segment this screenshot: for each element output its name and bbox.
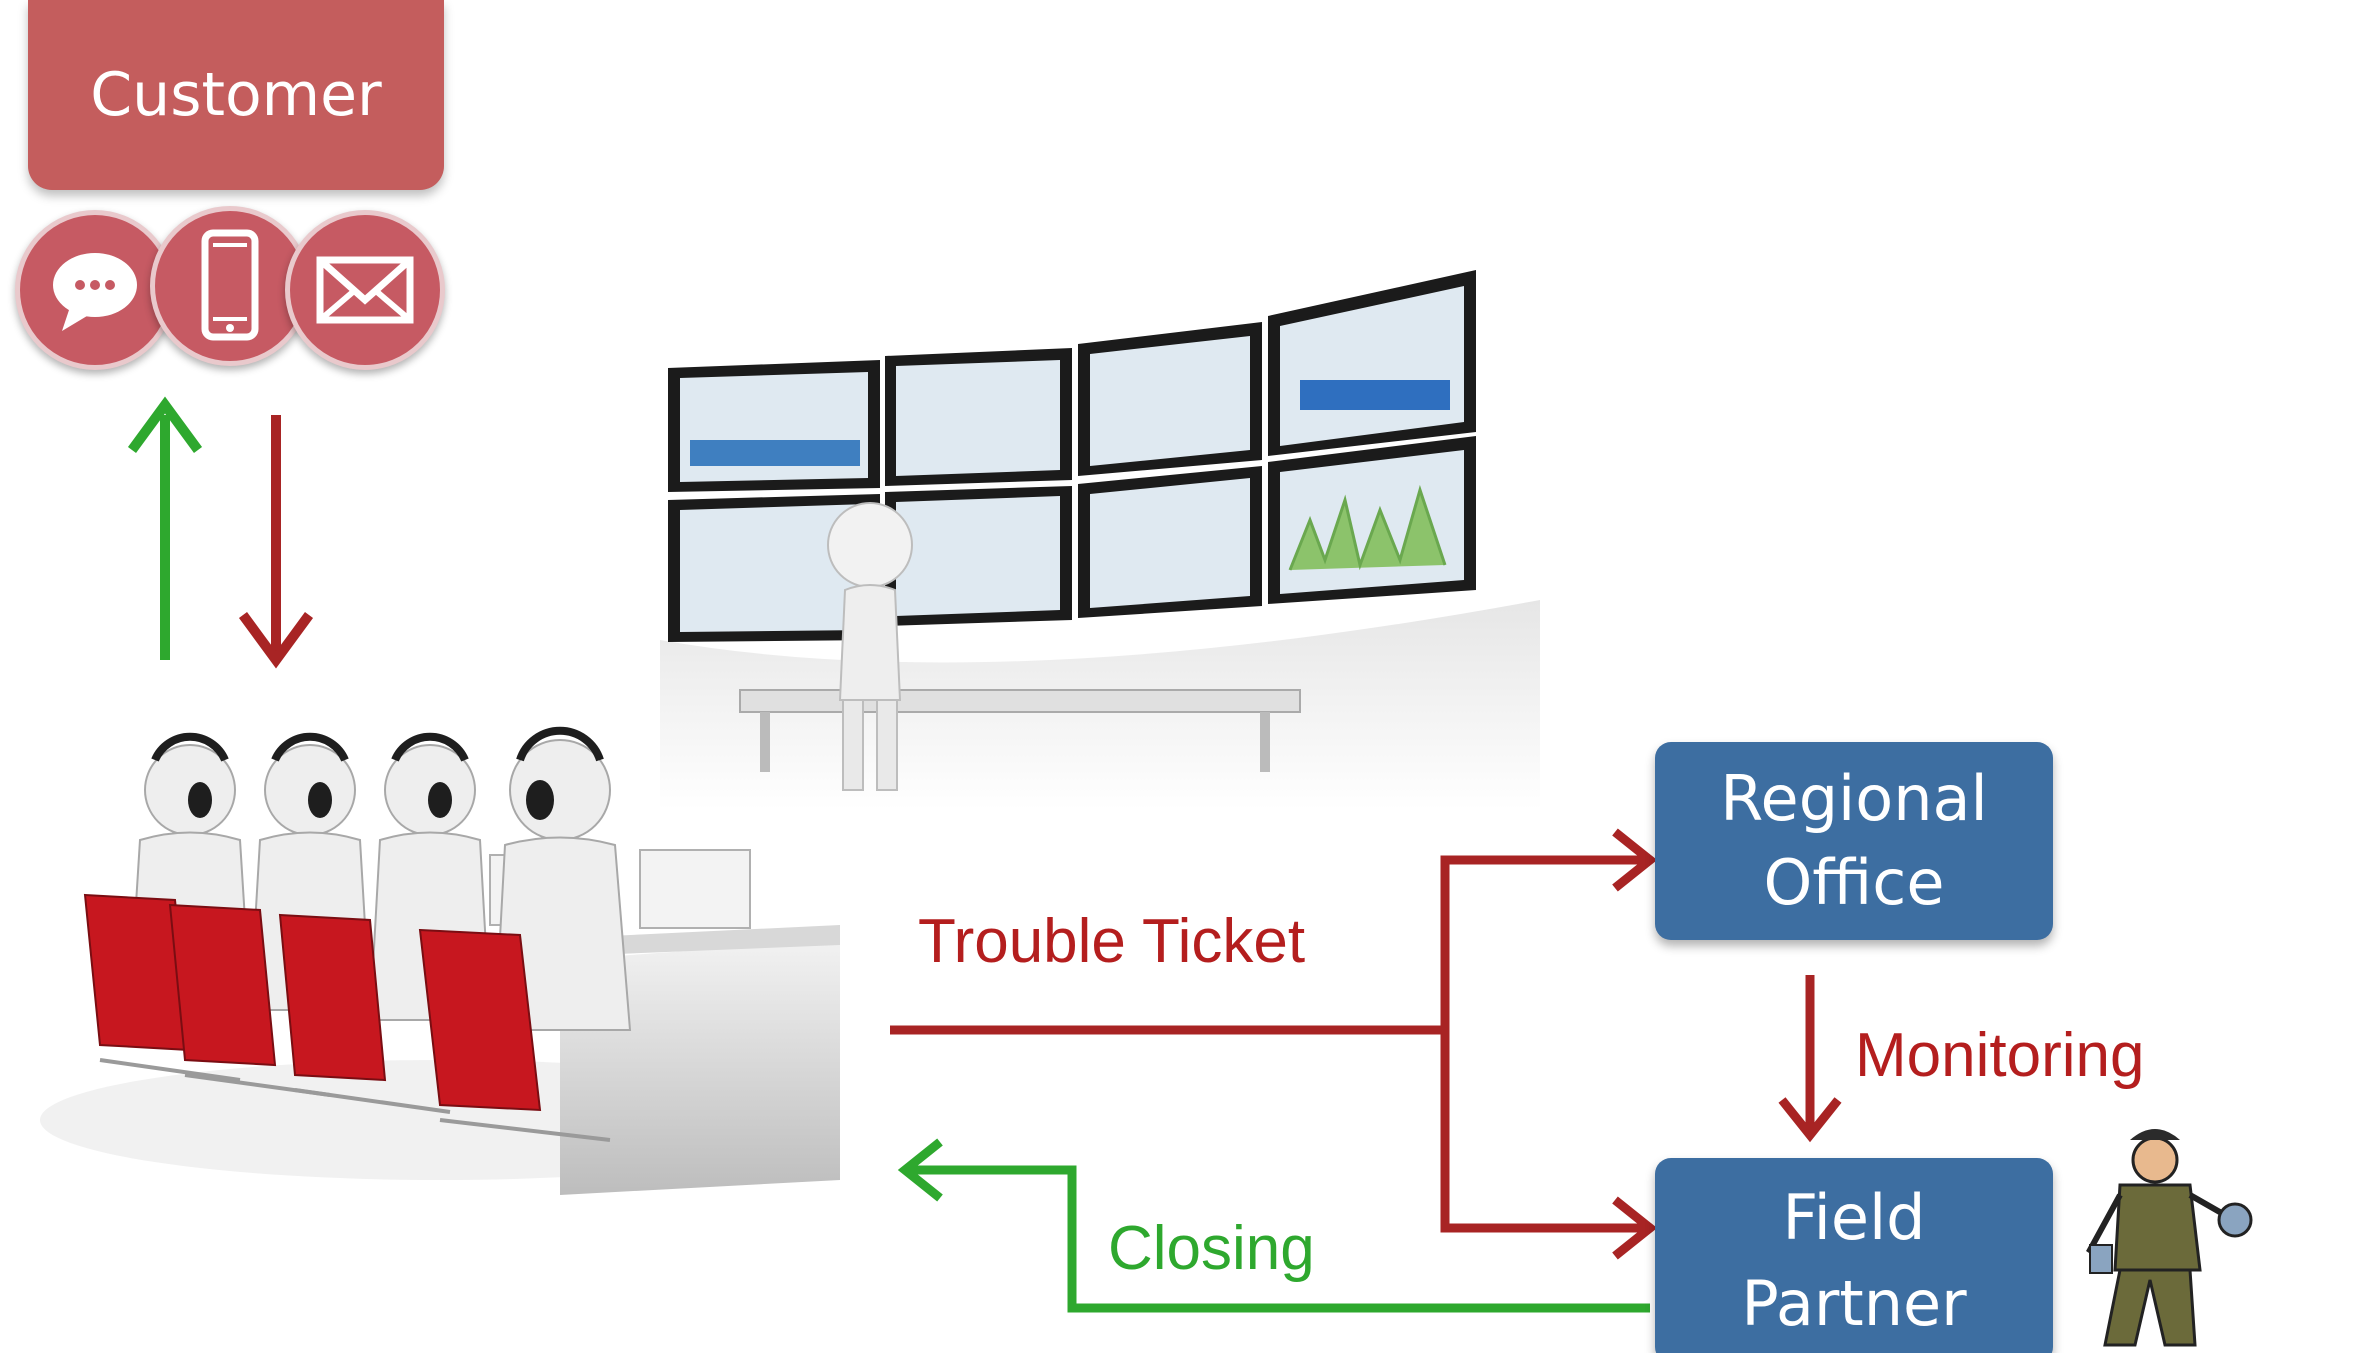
monitoring-label: Monitoring	[1855, 1021, 2145, 1090]
closing-label: Closing	[1108, 1214, 1315, 1283]
monitoring-arrow	[1778, 975, 1842, 1143]
closing-arrow	[897, 1138, 1650, 1313]
monitoring-wall-illustration	[660, 270, 1540, 810]
chat-bubble-icon	[53, 253, 137, 331]
chat-channel	[15, 210, 175, 370]
regional-office-label: Regional Office	[1720, 762, 1988, 919]
mobile-phone-icon	[201, 229, 259, 341]
customer-box: Customer	[28, 0, 444, 190]
customer-to-agents-arrows	[127, 396, 314, 669]
technician-illustration	[2086, 1129, 2253, 1347]
regional-office-box: Regional Office	[1655, 742, 2053, 940]
trouble-ticket-arrows	[890, 828, 1658, 1260]
field-partner-box: Field Partner	[1655, 1158, 2053, 1353]
trouble-ticket-label: Trouble Ticket	[918, 907, 1306, 976]
call-center-agents-illustration	[40, 726, 840, 1195]
customer-label: Customer	[90, 60, 382, 130]
email-channel	[285, 210, 445, 370]
field-partner-label: Field Partner	[1741, 1180, 1967, 1340]
envelope-icon	[316, 256, 414, 324]
